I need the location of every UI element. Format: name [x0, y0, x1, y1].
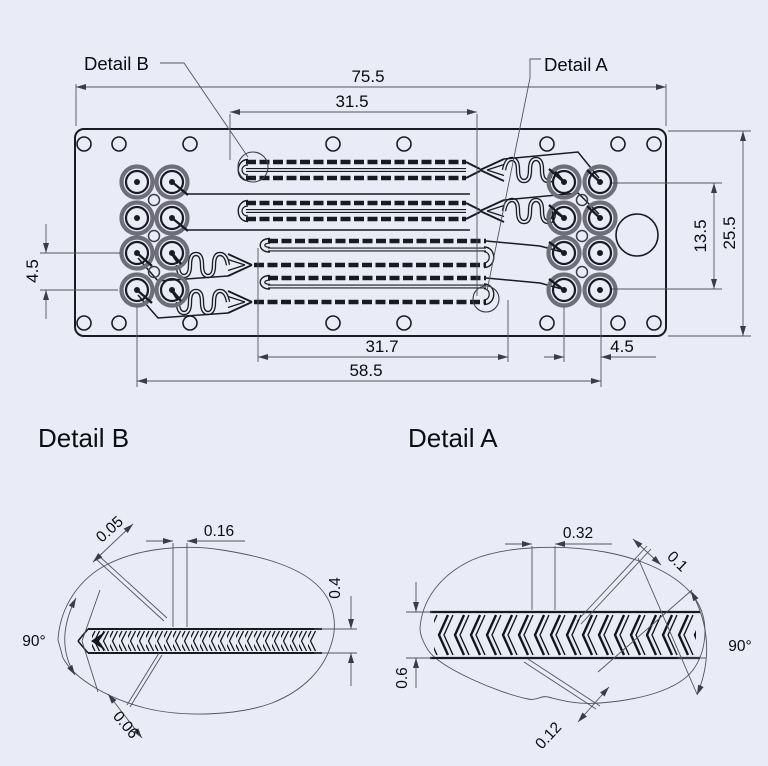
dim-overall-width: 75.5	[351, 67, 384, 86]
detail-a-channel	[430, 610, 706, 660]
detail-b-channel	[77, 628, 322, 654]
dim-port-rows-span: 13.5	[691, 219, 710, 252]
svg-text:0.6: 0.6	[394, 667, 411, 689]
detail-b-view: 0.05 0.16 0.4 90°	[22, 513, 357, 742]
inlet-outlet-ports	[122, 167, 616, 306]
svg-text:0.4: 0.4	[327, 577, 344, 599]
channel-group-1	[187, 151, 600, 195]
detail-b-circle	[237, 151, 269, 183]
detail-a-view: 0.32 0.1 0.6 0.12	[394, 525, 752, 753]
svg-text:0.12: 0.12	[532, 719, 565, 753]
channel-group-3	[137, 237, 563, 282]
detail-b-dim-angle: 90°	[22, 589, 101, 693]
detail-b-callout-label: Detail B	[84, 53, 149, 74]
detail-a-callout-label: Detail A	[544, 54, 608, 75]
dim-overall-height: 25.5	[720, 216, 739, 249]
svg-text:0.1: 0.1	[663, 548, 690, 575]
detail-a-herringbone-pattern	[434, 613, 696, 657]
dim-left-port-gap: 4.5	[23, 259, 42, 283]
detail-b-dim-groove-pitch: 0.16	[146, 523, 245, 627]
main-dimensions: 75.5 31.5 31.7 4.5 58.5 13.5 25.5 4.5	[23, 67, 751, 387]
detail-callouts: Detail B Detail A	[84, 53, 608, 292]
chip-body	[74, 128, 667, 337]
dim-right-port-gap: 4.5	[610, 337, 634, 356]
detail-b-dim-channel-width: 0.4	[314, 577, 357, 686]
detail-a-dim-groove-pitch: 0.32	[505, 525, 612, 610]
detail-a-title: Detail A	[408, 423, 498, 453]
alignment-hole	[615, 213, 659, 257]
channel-group-4	[137, 274, 563, 319]
dim-top-channel-length: 31.5	[335, 92, 368, 111]
svg-text:0.05: 0.05	[93, 513, 127, 546]
port-pilot-holes	[147, 193, 589, 279]
detail-a-circle	[472, 285, 500, 313]
channel-group-2	[187, 192, 600, 231]
detail-a-dim-angle: 90°	[597, 557, 752, 697]
dim-bottom-channel-length: 31.7	[365, 337, 398, 356]
svg-text:0.06: 0.06	[109, 708, 141, 742]
port-needles	[136, 168, 601, 304]
svg-text:0.32: 0.32	[563, 525, 593, 542]
detail-a-dim-channel-width: 0.6	[394, 582, 432, 689]
svg-text:0.16: 0.16	[204, 523, 234, 540]
detail-b-title: Detail B	[38, 423, 129, 453]
detail-a-blob-outline	[419, 546, 706, 704]
svg-text:90°: 90°	[728, 638, 751, 655]
svg-text:90°: 90°	[22, 633, 45, 650]
dim-port-span-width: 58.5	[349, 361, 382, 380]
detail-b-herringbone-pattern	[92, 630, 316, 652]
detail-a-dim-groove-gap: 0.12	[523, 658, 612, 753]
detail-b-blob-outline	[57, 546, 335, 715]
